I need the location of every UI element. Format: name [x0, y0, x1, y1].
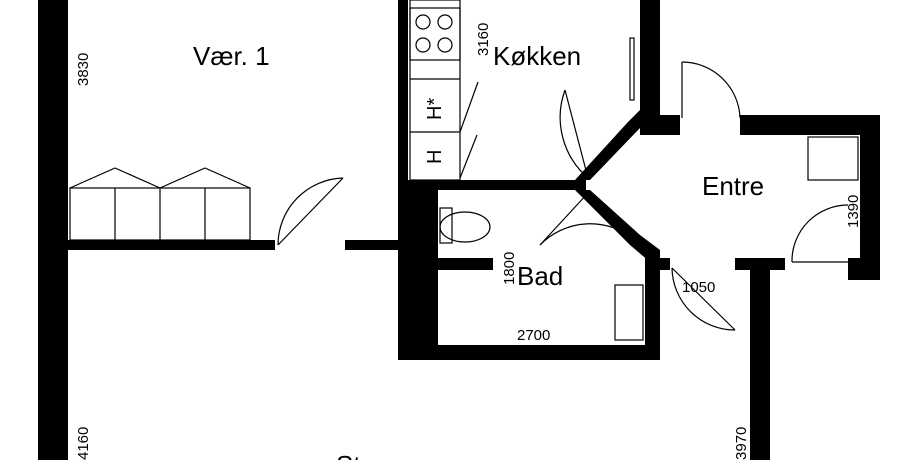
- dim-bathroom-side: 880: [413, 305, 430, 330]
- wall-kitchen-left: [398, 0, 408, 182]
- doors: [277, 61, 849, 331]
- dim-living-right: 3970: [733, 427, 750, 460]
- kitchen-counter: [409, 0, 461, 181]
- kitchen-window: [629, 37, 635, 101]
- door-bedroom[interactable]: [277, 177, 344, 246]
- fridge-label: H: [424, 150, 446, 164]
- fixtures: [69, 0, 859, 341]
- wall-bedroom-living: [68, 240, 275, 250]
- wall-diagonal-bathroom: [575, 190, 660, 262]
- dim-living-left: 4160: [75, 427, 92, 460]
- room-label-bathroom: Bad: [517, 261, 563, 291]
- entrance-cabinet: [807, 136, 859, 181]
- room-label-kitchen: Køkken: [493, 41, 581, 71]
- wall-diagonal-kitchen: [575, 110, 640, 180]
- room-label-entrance: Entre: [702, 171, 764, 201]
- wall-entrance-top-2: [740, 115, 880, 135]
- room-labels: Vær. 1 Køkken Entre Bad St: [193, 41, 764, 460]
- toilet: [439, 211, 491, 243]
- door-living[interactable]: [671, 267, 736, 331]
- bathroom-sink: [614, 284, 644, 341]
- door-kitchen[interactable]: [564, 89, 589, 179]
- dim-entrance-height: 1390: [845, 195, 862, 228]
- wall-kitchen-right: [640, 0, 660, 133]
- appliance-labels: H* H: [424, 98, 446, 164]
- wall-living-right: [750, 258, 770, 460]
- room-label-living: St: [336, 450, 361, 460]
- room-label-bedroom: Vær. 1: [193, 41, 270, 71]
- wall-bathroom-bottom: [398, 345, 660, 360]
- burner-icon: [437, 14, 453, 30]
- wall-entrance-corner: [848, 258, 880, 280]
- wall-entrance-top-1: [640, 115, 680, 135]
- fridge-freezer-label: H*: [424, 98, 446, 120]
- dim-bedroom-height: 3830: [75, 53, 92, 86]
- wall-bedroom-living-2: [345, 240, 405, 250]
- dimension-labels: 3830 3160 1390 1800 1050 880 2700 4160 3…: [75, 23, 862, 460]
- dim-bathroom-width: 2700: [517, 327, 550, 344]
- wall-entrance-right: [860, 115, 880, 280]
- wall-bathroom-right: [645, 250, 660, 360]
- burner-icon: [415, 37, 431, 53]
- wall-entrance-bottom-1: [650, 258, 670, 270]
- wall-bathroom-partial: [408, 258, 493, 270]
- walls: [38, 0, 880, 460]
- burner-icon: [415, 14, 431, 30]
- door-bathroom[interactable]: [539, 192, 589, 246]
- toilet-tank: [439, 207, 453, 244]
- dim-kitchen-height: 3160: [475, 23, 492, 56]
- burner-icon: [437, 37, 453, 53]
- outer-wall-left: [38, 0, 68, 460]
- dim-bathroom-height: 1800: [501, 252, 518, 285]
- dim-door-width: 1050: [682, 279, 715, 296]
- stove: [409, 7, 461, 61]
- wall-kitchen-bottom: [408, 180, 586, 190]
